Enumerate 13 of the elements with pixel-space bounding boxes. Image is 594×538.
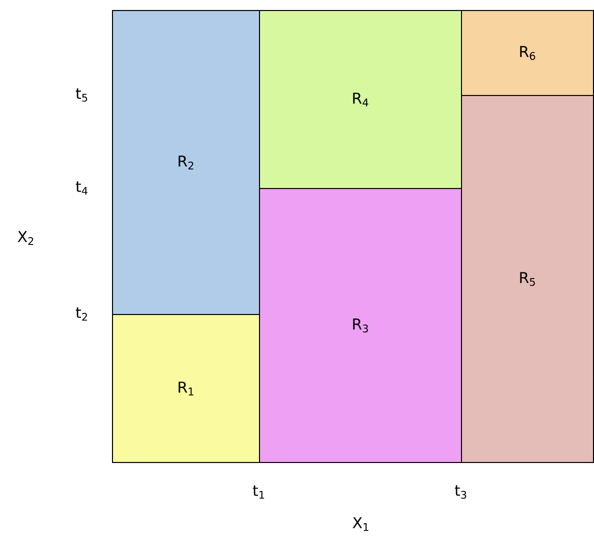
region-box: R$_{2}$ [112,10,260,315]
region-box: R$_{4}$ [259,10,462,189]
region-box: R$_{3}$ [259,188,462,463]
tick-label: t$_{3}$ [454,485,466,499]
region-box: R$_{5}$ [461,95,594,463]
tick-label: t$_{4}$ [76,181,88,195]
axis-label: X$_{1}$ [352,517,368,531]
region-box: R$_{1}$ [112,314,260,463]
axis-label: X$_{2}$ [18,231,34,245]
region-box: R$_{6}$ [461,10,594,96]
tick-label: t$_{2}$ [76,307,87,321]
tick-label: t$_{5}$ [76,88,88,102]
tick-label: t$_{1}$ [252,485,264,499]
